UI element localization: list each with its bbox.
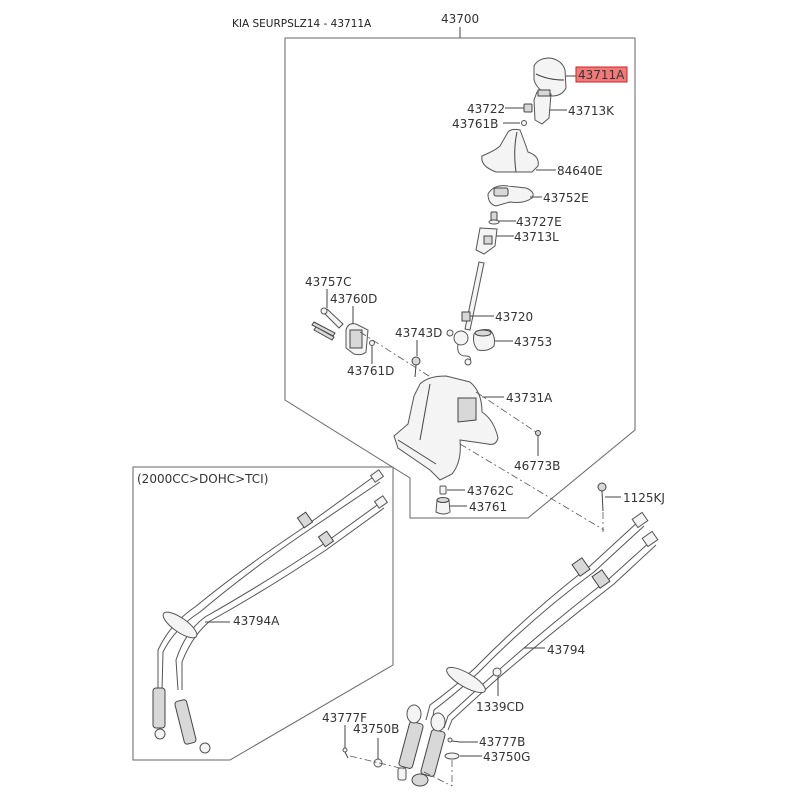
- part-label-43743D[interactable]: 43743D: [395, 326, 442, 340]
- part-label-43750G[interactable]: 43750G: [483, 750, 530, 764]
- part-label-43762C[interactable]: 43762C: [467, 484, 514, 498]
- part-label-43757C[interactable]: 43757C: [305, 275, 352, 289]
- assembly-dash-line-2: [475, 391, 537, 433]
- assembly-dash-line-3: [459, 443, 605, 531]
- shift-cable-assy-a[interactable]: [152, 469, 389, 754]
- spacer-part[interactable]: [439, 485, 447, 495]
- part-label-1125KJ[interactable]: 1125KJ: [623, 491, 665, 505]
- part-label-84640E[interactable]: 84640E: [557, 164, 603, 178]
- part-label-43731A[interactable]: 43731A: [506, 391, 553, 405]
- part-label-43794A[interactable]: 43794A: [233, 614, 280, 628]
- lock-pin-part[interactable]: [488, 211, 500, 225]
- pin-part[interactable]: [320, 307, 344, 329]
- sub-assembly-frame: [132, 466, 394, 761]
- clip-part[interactable]: [311, 321, 336, 341]
- part-label-43727E[interactable]: 43727E: [516, 215, 562, 229]
- assembly-number-label[interactable]: 43700: [441, 12, 479, 26]
- part-label-43713L[interactable]: 43713L: [514, 230, 559, 244]
- indicator-plate-part[interactable]: [487, 185, 534, 207]
- part-label-43761[interactable]: 43761: [469, 500, 507, 514]
- lever-adapter-part[interactable]: [475, 227, 498, 255]
- knob-adapter-part[interactable]: [533, 89, 552, 125]
- small-nut-part[interactable]: [521, 120, 527, 126]
- part-label-43794[interactable]: 43794: [547, 643, 585, 657]
- part-label-43760D[interactable]: 43760D: [330, 292, 377, 306]
- assembly-dash-line-1: [359, 331, 433, 379]
- shift-cable-assy[interactable]: [397, 511, 659, 787]
- part-label-43722[interactable]: 43722: [467, 102, 505, 116]
- part-label-46773B[interactable]: 46773B: [514, 459, 560, 473]
- cable-clip-part-b[interactable]: [447, 737, 461, 743]
- washer-part-g[interactable]: [444, 752, 460, 760]
- part-label-43713K[interactable]: 43713K: [568, 104, 615, 118]
- main-assembly-frame: [284, 37, 636, 519]
- sub-assembly-note: (2000CC>DOHC>TCI): [137, 472, 268, 486]
- highlight-box-43711A: [575, 66, 628, 83]
- washer-part-b[interactable]: [373, 758, 383, 768]
- bolt-part-d[interactable]: [411, 356, 421, 378]
- part-label-43711A[interactable]: 43711A: [578, 68, 625, 82]
- assembly-dash-line-7: [423, 771, 453, 787]
- part-label-43753[interactable]: 43753: [514, 335, 552, 349]
- bushing-part[interactable]: [473, 329, 495, 351]
- part-label-43777F[interactable]: 43777F: [322, 711, 367, 725]
- nut-part-cd[interactable]: [492, 667, 502, 677]
- part-label-43750B[interactable]: 43750B: [353, 722, 399, 736]
- part-label-43720[interactable]: 43720: [495, 310, 533, 324]
- shift-lever-part[interactable]: [446, 261, 485, 366]
- mounting-bolt-part[interactable]: [597, 482, 607, 512]
- part-label-1339CD[interactable]: 1339CD: [476, 700, 524, 714]
- nut-part-d[interactable]: [369, 340, 375, 346]
- part-label-43761D[interactable]: 43761D: [347, 364, 394, 378]
- part-label-43761B[interactable]: 43761B: [452, 117, 498, 131]
- part-label-43777B[interactable]: 43777B: [479, 735, 525, 749]
- lever-plate-part[interactable]: [345, 323, 369, 356]
- shift-boot-part[interactable]: [481, 128, 539, 173]
- diagram-title: KIA SEURPSLZ14 - 43711A: [232, 18, 372, 30]
- assembly-dash-line-5: [349, 755, 405, 770]
- shifter-housing-part[interactable]: [393, 375, 499, 481]
- part-label-43752E[interactable]: 43752E: [543, 191, 589, 205]
- cable-clip-part-f[interactable]: [342, 747, 349, 759]
- grommet-part[interactable]: [435, 497, 451, 515]
- screw-part[interactable]: [535, 430, 541, 436]
- spring-part[interactable]: [523, 103, 533, 113]
